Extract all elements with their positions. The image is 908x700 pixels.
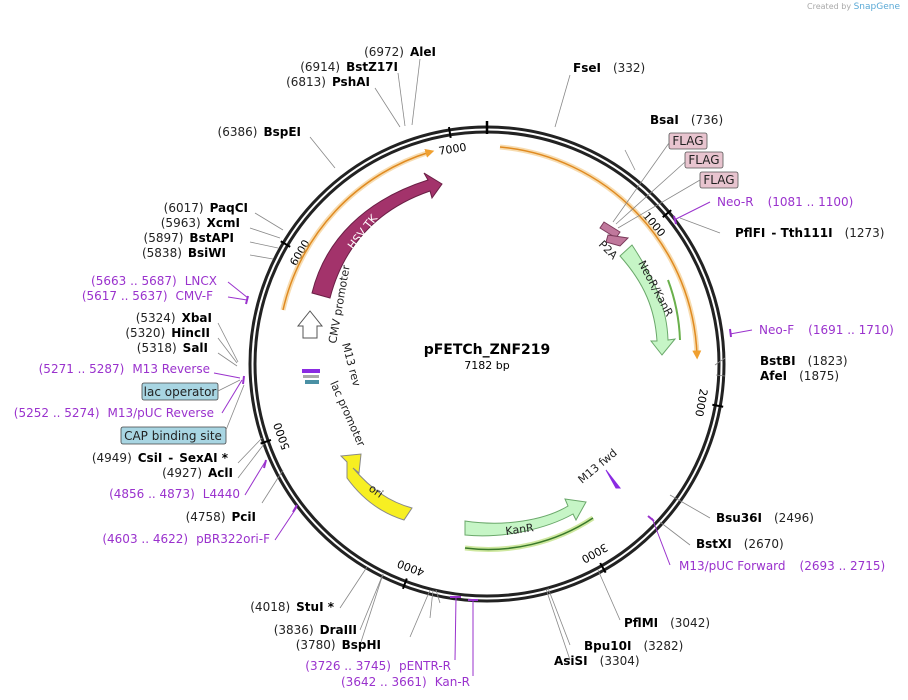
svg-text:BsaI(736): BsaI(736) xyxy=(650,113,723,127)
credit: Created by SnapGene xyxy=(807,2,900,12)
lac-operator-mark xyxy=(303,375,319,378)
svg-text:(5320)HincII: (5320)HincII xyxy=(125,326,210,340)
cmv-promoter-feature xyxy=(296,310,324,339)
svg-text:(3836)DraIII: (3836)DraIII xyxy=(274,623,357,637)
m13-fwd-feature xyxy=(605,469,622,489)
tick-mark xyxy=(260,439,272,445)
snapgene-logo: SnapGene xyxy=(853,2,900,12)
boxed-leaders xyxy=(217,142,701,431)
svg-text:(5663 .. 5687)LNCX: (5663 .. 5687)LNCX xyxy=(91,274,217,288)
svg-text:(5324)XbaI: (5324)XbaI xyxy=(136,311,212,325)
svg-text:(4018)StuI *: (4018)StuI * xyxy=(250,600,334,614)
svg-text:(4603 .. 4622)pBR322ori-F: (4603 .. 4622)pBR322ori-F xyxy=(102,532,270,546)
svg-text:AsiSI(3304): AsiSI(3304) xyxy=(554,654,640,668)
svg-text:FseI(332): FseI(332) xyxy=(573,61,645,75)
kanr-feature xyxy=(464,498,587,537)
plasmid-size: 7182 bp xyxy=(464,359,509,372)
flag-label-3: FLAG xyxy=(703,173,734,187)
svg-text:(4927)AclI: (4927)AclI xyxy=(162,466,233,480)
cap-binding-site-label: CAP binding site xyxy=(124,429,222,443)
svg-text:Neo-R(1081 .. 1100): Neo-R(1081 .. 1100) xyxy=(717,195,853,209)
orf-green-kan xyxy=(464,517,594,551)
svg-text:(4758)PciI: (4758)PciI xyxy=(186,510,256,524)
svg-text:(5252 .. 5274)M13/pUC Reverse: (5252 .. 5274)M13/pUC Reverse xyxy=(14,406,214,420)
boxed-labels: lac operator CAP binding site FLAG FLAG … xyxy=(120,132,739,445)
tick-mark xyxy=(402,578,408,590)
sites-right: FseI(332) BsaI(736) PflFI-Tth111I(1273) … xyxy=(554,61,884,668)
svg-text:(3780)BspHI: (3780)BspHI xyxy=(296,638,381,652)
svg-text:BstBI(1823): BstBI(1823) xyxy=(760,354,848,368)
kanr-label: KanR xyxy=(505,521,535,538)
svg-text:(5271 .. 5287)M13 Reverse: (5271 .. 5287)M13 Reverse xyxy=(39,362,210,376)
tick-label: 5000 xyxy=(271,421,293,452)
svg-text:(5963)XcmI: (5963)XcmI xyxy=(161,216,240,230)
tick-label: 4000 xyxy=(395,557,426,579)
svg-text:(5318)SalI: (5318)SalI xyxy=(137,341,208,355)
p2a-feature xyxy=(605,234,630,247)
primer-labels: (5663 .. 5687)LNCX (5617 .. 5637)CMV-F (… xyxy=(14,195,894,689)
tick-label: 2000 xyxy=(692,388,710,418)
svg-text:M13/pUC Forward(2693 .. 2715): M13/pUC Forward(2693 .. 2715) xyxy=(679,559,885,573)
tick-mark xyxy=(280,240,291,248)
flag-label-1: FLAG xyxy=(672,134,703,148)
neor-kanr-feature xyxy=(619,244,677,356)
svg-text:(5617 .. 5637)CMV-F: (5617 .. 5637)CMV-F xyxy=(82,289,213,303)
svg-text:PflFI-Tth111I(1273): PflFI-Tth111I(1273) xyxy=(735,226,884,240)
orf-green-neo xyxy=(667,279,681,341)
svg-text:(5897)BstAPI: (5897)BstAPI xyxy=(144,231,234,245)
svg-text:Bsu36I(2496): Bsu36I(2496) xyxy=(716,511,814,525)
svg-text:PflMI(3042): PflMI(3042) xyxy=(624,616,710,630)
tick-mark xyxy=(662,209,672,218)
primer-lines xyxy=(213,201,753,676)
svg-text:(3726 .. 3745)pENTR-R: (3726 .. 3745)pENTR-R xyxy=(305,659,451,673)
primer-marks xyxy=(242,215,732,601)
svg-text:AfeI(1875): AfeI(1875) xyxy=(760,369,839,383)
svg-text:(4949)CsiI-SexAI *: (4949)CsiI-SexAI * xyxy=(92,451,229,465)
svg-text:(6914)BstZ17I: (6914)BstZ17I xyxy=(300,60,398,74)
svg-text:(5838)BsiWI: (5838)BsiWI xyxy=(142,246,226,260)
svg-text:(4856 .. 4873)L4440: (4856 .. 4873)L4440 xyxy=(109,487,240,501)
m13-rev-feature xyxy=(302,369,320,373)
lac-promoter-label: lac promoter xyxy=(327,379,368,449)
tick-mark xyxy=(447,126,452,139)
lac-promoter-feature xyxy=(305,380,319,384)
sites-left: (6972)AleI (6914)BstZ17I (6813)PshAI (63… xyxy=(92,45,436,652)
leader-lines xyxy=(217,58,726,661)
ori-feature xyxy=(339,453,413,521)
svg-text:(3642 .. 3661)Kan-R: (3642 .. 3661)Kan-R xyxy=(341,675,470,689)
svg-text:Bpu10I(3282): Bpu10I(3282) xyxy=(584,639,683,653)
svg-text:Neo-F(1691 .. 1710): Neo-F(1691 .. 1710) xyxy=(759,323,894,337)
orf-line-left xyxy=(282,149,435,311)
orf-line-right xyxy=(499,146,702,360)
tick-mark xyxy=(712,403,724,408)
flag-label-2: FLAG xyxy=(688,153,719,167)
svg-text:(6386)BspEI: (6386)BspEI xyxy=(218,125,301,139)
lac-operator-label: lac operator xyxy=(144,385,217,399)
m13-rev-label: M13 rev xyxy=(339,341,363,388)
svg-text:BstXI(2670): BstXI(2670) xyxy=(696,537,784,551)
svg-text:(6813)PshAI: (6813)PshAI xyxy=(286,75,370,89)
hsv-tk-feature xyxy=(311,172,443,299)
svg-text:(6972)AleI: (6972)AleI xyxy=(364,45,436,59)
tick-mark xyxy=(599,562,607,574)
plasmid-name: pFETCh_ZNF219 xyxy=(424,342,551,358)
tick-label: 7000 xyxy=(438,141,468,158)
svg-text:(6017)PaqCI: (6017)PaqCI xyxy=(164,201,248,215)
